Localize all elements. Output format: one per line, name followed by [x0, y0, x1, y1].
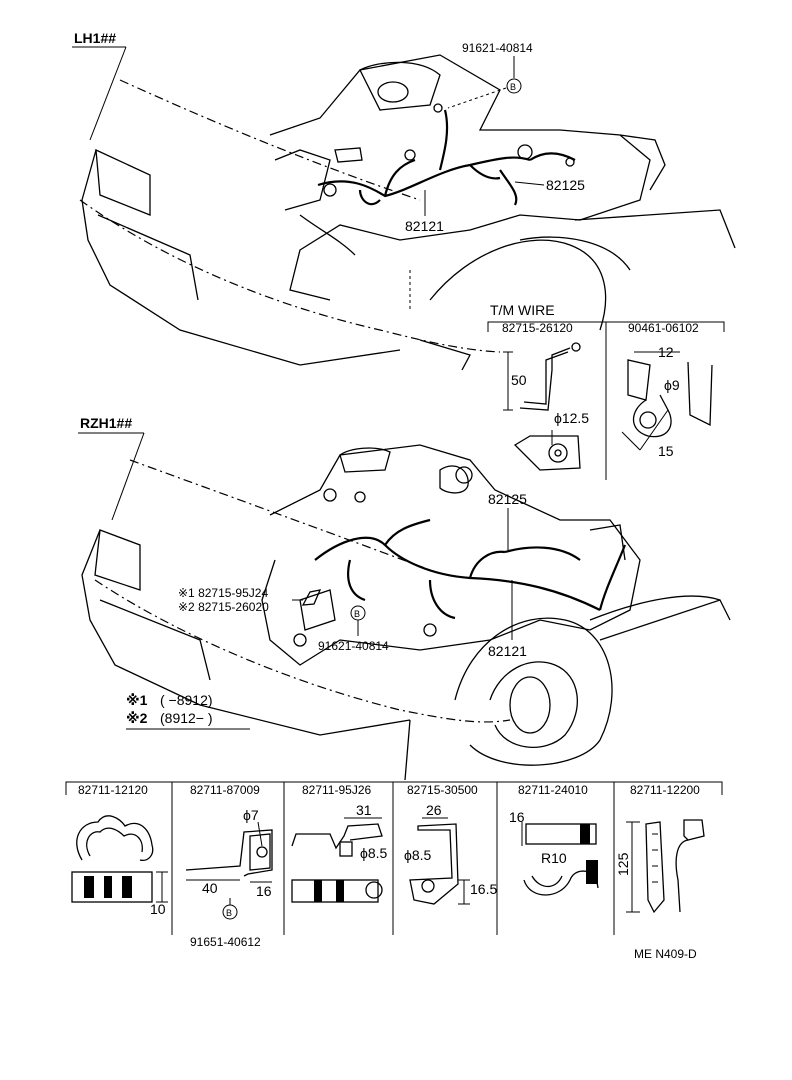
parts-row: 82711-12120 82711-87009 82711-95J26 8271… [65, 781, 723, 949]
top-engine [269, 54, 666, 301]
top-bolt-circle [506, 78, 522, 94]
tm-wire-title: T/M WIRE [490, 302, 555, 318]
tm-dim-50: 50 [511, 372, 527, 388]
bottom-model-label: RZH1## [80, 415, 132, 431]
part-c5-number: 82711-24010 [518, 783, 588, 797]
part-c1-dim-10: 10 [150, 901, 166, 917]
bottom-vehicle-body [81, 459, 731, 781]
bottom-bolt-symbol: B [354, 609, 360, 619]
part-c3-number: 82711-95J26 [302, 783, 371, 797]
figure-code: ME N409-D [634, 947, 697, 961]
top-model-label: LH1## [74, 30, 116, 46]
tm-dim-12: 12 [658, 344, 674, 360]
bottom-note1-part: ※1 82715-95J24 [178, 586, 268, 600]
top-82121-label: 82121 [405, 218, 444, 234]
bottom-note2-part: ※2 82715-26020 [178, 600, 269, 614]
top-bolt-dotted-leader [447, 87, 507, 109]
tm-part-82715-26120: 82715-26120 [502, 321, 573, 335]
part-c2-bolt-number: 91651-40612 [190, 935, 261, 949]
top-82125-leader [514, 181, 545, 186]
top-82125-label: 82125 [546, 177, 585, 193]
legend-note1-mark: ※1 [126, 692, 148, 708]
part-c1-number: 82711-12120 [78, 783, 148, 797]
part-c5-drawing: 16 R10 [509, 809, 599, 896]
parts-row-frame [65, 781, 723, 795]
bottom-82125-label: 82125 [488, 491, 527, 507]
part-c2-dim-phi7: ϕ7 [243, 807, 259, 823]
tm-clip-drawing: 12 ϕ9 15 [621, 344, 713, 459]
top-bolt-part-number: 91621-40814 [462, 41, 533, 55]
top-wire-harness [317, 109, 576, 206]
part-c2-dim-16: 16 [256, 883, 272, 899]
bottom-bracket-mark [301, 589, 322, 606]
legend-note2-range: (8912− ) [160, 710, 213, 726]
tm-part-90461-06102: 90461-06102 [628, 321, 699, 335]
top-section: LH1## [72, 30, 736, 371]
part-c6-dim-125: 125 [615, 852, 631, 876]
top-model-leader [89, 46, 127, 141]
part-c4-drawing: 26 ϕ8.5 16.5 [404, 802, 497, 905]
part-c6-number: 82711-12200 [630, 783, 700, 797]
top-bolt-symbol: B [510, 82, 516, 92]
part-c4-number: 82715-30500 [407, 783, 478, 797]
legend-note1-range: ( −8912) [160, 692, 213, 708]
part-c5-dim-r10: R10 [541, 850, 567, 866]
part-c2-number: 82711-87009 [190, 783, 260, 797]
part-c4-dim-phi8-5: ϕ8.5 [404, 847, 432, 863]
part-c3-dim-phi8-5: ϕ8.5 [360, 845, 388, 861]
date-legend: ※1 ( −8912) ※2 (8912− ) [126, 692, 250, 730]
bottom-bolt-part-number: 91621-40814 [318, 639, 389, 653]
bottom-82121-label: 82121 [488, 643, 527, 659]
tm-wire-box: T/M WIRE 82715-26120 90461-06102 50 ϕ12.… [487, 302, 725, 480]
part-c2-dim-40: 40 [202, 880, 218, 896]
tm-dim-15: 15 [658, 443, 674, 459]
legend-note2-mark: ※2 [126, 710, 148, 726]
part-c3-drawing: 31 ϕ8.5 [291, 802, 388, 903]
tm-bracket-drawing: 50 ϕ12.5 [503, 342, 589, 471]
top-vehicle-body [79, 79, 736, 371]
part-c2-bolt-symbol: B [226, 908, 232, 918]
part-c4-dim-16-5: 16.5 [470, 881, 497, 897]
bottom-wire-harness [314, 518, 627, 620]
part-c4-dim-26: 26 [426, 802, 442, 818]
bottom-model-leader [111, 432, 145, 521]
tm-dim-phi12-5: ϕ12.5 [554, 410, 589, 426]
part-c6-drawing: 125 [615, 819, 705, 914]
bottom-engine [261, 444, 641, 666]
part-c2-drawing: ϕ7 40 16 B 91651-40612 [185, 807, 273, 949]
part-c5-dim-16: 16 [509, 809, 525, 825]
part-c1-drawing: 10 [71, 815, 168, 917]
bottom-section: RZH1## [78, 415, 731, 781]
tm-dim-phi9: ϕ9 [664, 377, 680, 393]
part-c3-dim-31: 31 [356, 802, 372, 818]
